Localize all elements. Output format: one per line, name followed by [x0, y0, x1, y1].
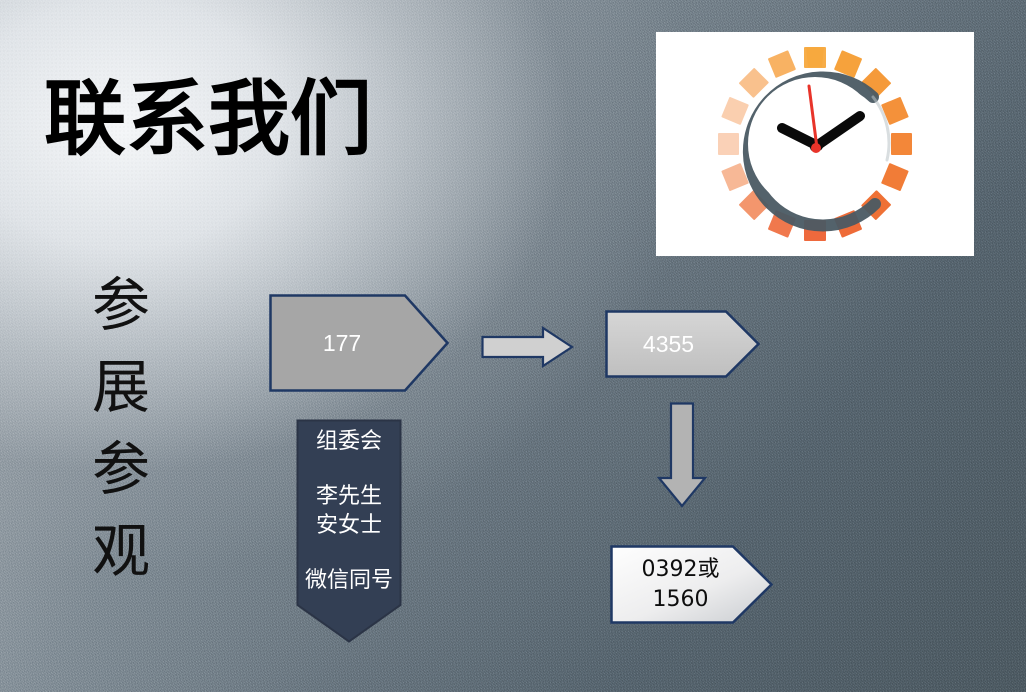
clock-second-hand — [807, 84, 819, 150]
clock-image-panel — [656, 32, 974, 256]
chevron-shape-177[interactable]: 177 — [269, 294, 450, 392]
vertical-text-block: 参 展 参 观 — [86, 264, 156, 592]
arrow-right-connector — [481, 325, 575, 369]
contact-banner-shape[interactable]: 组委会 李先生 安女士 微信同号 — [296, 419, 402, 643]
slide-title: 联系我们 — [44, 72, 373, 167]
right-arrow-icon — [481, 325, 575, 369]
vertical-char-2: 展 — [91, 353, 150, 421]
chevron-shape-phone[interactable]: 0392或 1560 — [610, 545, 774, 624]
vertical-char-4: 观 — [91, 517, 150, 585]
chevron-phone-graphic — [610, 545, 774, 624]
vertical-char-1: 参 — [91, 271, 150, 339]
chevron-4355-graphic — [605, 310, 761, 378]
contact-banner-graphic — [296, 419, 402, 643]
arrow-down-connector — [656, 402, 708, 508]
clock-minute-hand — [810, 111, 865, 152]
clock-icon — [718, 47, 912, 241]
chevron-shape-4355[interactable]: 4355 — [605, 310, 761, 378]
down-arrow-icon — [656, 402, 708, 508]
chevron-177-graphic — [269, 294, 450, 392]
vertical-char-3: 参 — [91, 435, 150, 503]
clock-center-pin — [811, 143, 821, 153]
